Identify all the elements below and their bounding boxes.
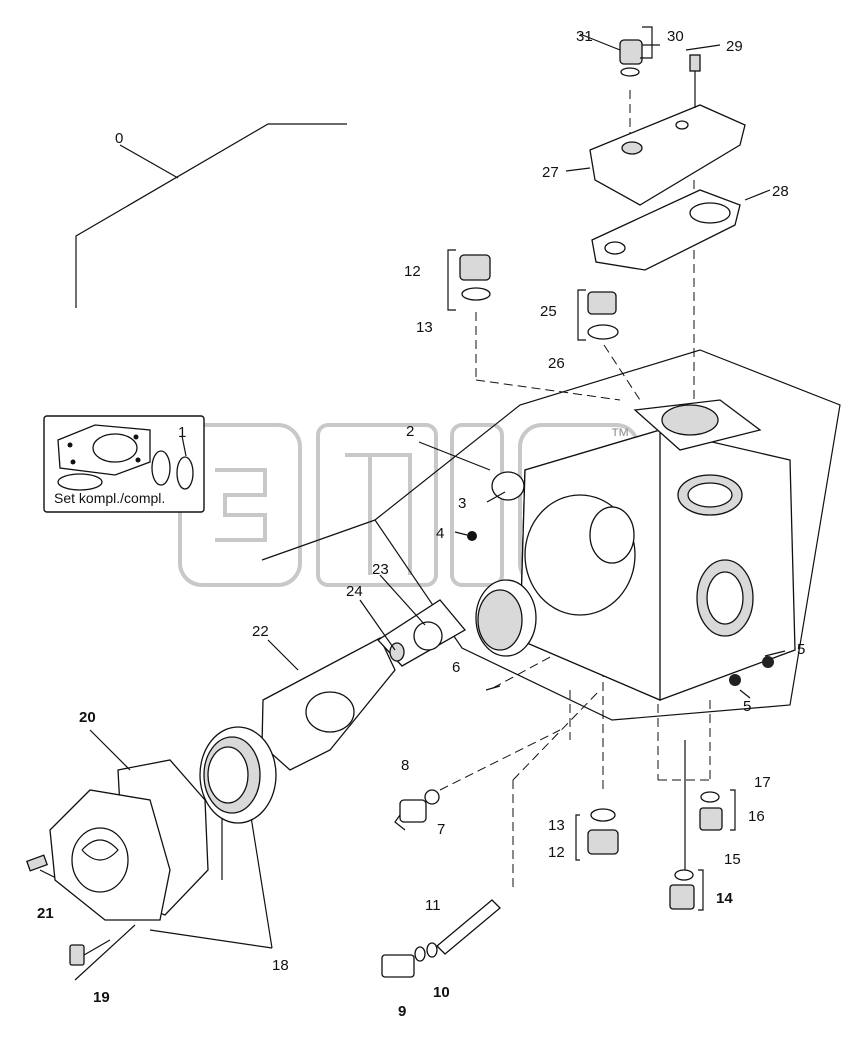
plug-12-bottom — [587, 808, 619, 855]
pin-6 — [485, 685, 501, 691]
callout-13-bottom: 13 — [548, 817, 565, 834]
callout-4: 4 — [436, 525, 444, 542]
fitting-7 — [399, 789, 440, 823]
ring-parts — [467, 471, 774, 686]
callout-27: 27 — [542, 164, 559, 181]
ring-gear-18 — [199, 726, 277, 824]
bolt-19 — [69, 939, 111, 966]
callout-31: 31 — [576, 28, 593, 45]
callout-17: 17 — [754, 774, 771, 791]
callout-16: 16 — [748, 808, 765, 825]
callout-0: 0 — [115, 130, 123, 147]
callout-12-bottom: 12 — [548, 844, 565, 861]
callout-13-top: 13 — [416, 319, 433, 336]
callout-12-top: 12 — [404, 263, 421, 280]
callout-5a: 5 — [797, 641, 805, 658]
plug-16 — [699, 791, 723, 831]
callout-2: 2 — [406, 423, 414, 440]
callout-8: 8 — [401, 757, 409, 774]
callout-7: 7 — [437, 821, 445, 838]
seal-set-box: Set kompl./compl. 1 — [43, 415, 205, 513]
callout-25: 25 — [540, 303, 557, 320]
callout-24: 24 — [346, 583, 363, 600]
top-cover-assembly — [589, 104, 746, 271]
assembly-lines — [39, 90, 841, 981]
callout-labels: 0 2 3 4 5 5 6 7 8 9 10 11 12 12 13 13 14… — [37, 28, 805, 1020]
callout-3: 3 — [458, 495, 466, 512]
callout-18: 18 — [272, 957, 289, 974]
callout-20: 20 — [79, 709, 96, 726]
callout-28: 28 — [772, 183, 789, 200]
callout-6: 6 — [452, 659, 460, 676]
plug-12-top — [459, 254, 491, 301]
callout-11: 11 — [425, 897, 441, 914]
callout-1: 1 — [178, 424, 186, 441]
bolt-21 — [25, 854, 49, 872]
callout-10: 10 — [433, 984, 450, 1001]
callout-26: 26 — [548, 355, 565, 372]
bolt-29 — [689, 54, 701, 108]
callout-21: 21 — [37, 905, 54, 922]
callout-9: 9 — [398, 1003, 406, 1020]
callout-15: 15 — [724, 851, 741, 868]
callout-30: 30 — [667, 28, 684, 45]
callout-19: 19 — [93, 989, 110, 1006]
callout-14: 14 — [716, 890, 733, 907]
plug-31 — [619, 39, 643, 77]
set-caption: Set kompl./compl. — [54, 490, 165, 506]
end-cover-20 — [49, 759, 209, 921]
callout-23: 23 — [372, 561, 389, 578]
cover-assembly-22 — [261, 599, 466, 771]
pipe-11 — [436, 899, 501, 955]
callout-22: 22 — [252, 623, 269, 640]
callout-brackets — [89, 26, 786, 911]
plug-14 — [669, 869, 695, 910]
housing-body — [519, 399, 796, 701]
callout-5b: 5 — [743, 698, 751, 715]
fitting-9 — [381, 942, 438, 978]
callout-29: 29 — [726, 38, 743, 55]
plug-25 — [587, 291, 619, 340]
